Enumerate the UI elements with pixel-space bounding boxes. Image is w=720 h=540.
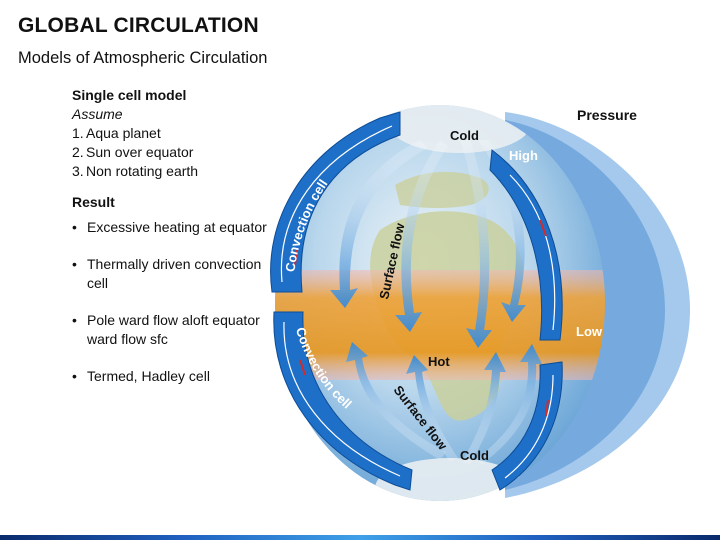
upper-convection-cell (270, 111, 401, 293)
info-panel: Single cell model Assume 1.Aqua planet 2… (72, 86, 272, 404)
lower-right-cell (491, 361, 563, 491)
convection-flow-line (509, 174, 556, 331)
result-list: Excessive heating at equator Thermally d… (72, 218, 272, 386)
page-title: GLOBAL CIRCULATION (18, 14, 259, 37)
red-flow-arrow (294, 249, 298, 266)
item-number: 3. (72, 163, 84, 179)
cold-top-label: Cold (450, 128, 479, 143)
list-item: Pole ward flow aloft equator ward flow s… (72, 311, 272, 349)
convection-flow-line (504, 374, 554, 479)
red-flow-arrow (545, 399, 549, 417)
flow-arrow (475, 344, 542, 464)
list-item: Thermally driven convection cell (72, 255, 272, 293)
convection-flow-line (283, 321, 401, 477)
flow-arrow (395, 140, 448, 332)
upper-right-cell (489, 149, 563, 341)
assume-label: Assume (72, 106, 123, 122)
item-text: Sun over equator (86, 144, 194, 160)
list-item: 1.Aqua planet (72, 124, 272, 143)
list-item: Excessive heating at equator (72, 218, 272, 237)
low-label: Low (576, 324, 603, 339)
flow-arrow (330, 140, 428, 308)
flow-arrow (460, 140, 492, 348)
result-heading: Result (72, 194, 115, 210)
page-subtitle: Models of Atmospheric Circulation (18, 49, 268, 67)
cold-bottom-label: Cold (460, 448, 489, 463)
pressure-label: Pressure (577, 107, 637, 123)
assumption-list: 1.Aqua planet 2.Sun over equator 3.Non r… (72, 124, 272, 181)
convection-flow-line (280, 125, 393, 283)
equatorward-surface-arrows (346, 342, 542, 464)
item-number: 1. (72, 125, 84, 141)
flow-arrow (406, 355, 458, 462)
lower-convection-cell (273, 311, 413, 491)
list-item: 2.Sun over equator (72, 143, 272, 162)
footer-bar (0, 535, 720, 540)
hot-label: Hot (428, 354, 450, 369)
list-item: 3.Non rotating earth (72, 162, 272, 181)
item-text: Non rotating earth (86, 163, 199, 179)
south-cold-cap (375, 458, 525, 501)
red-flow-arrow (539, 219, 547, 237)
red-flow-arrow (299, 359, 306, 376)
north-cold-cap (390, 105, 530, 153)
high-label: High (509, 148, 538, 163)
item-text: Aqua planet (86, 125, 161, 141)
flow-arrow (346, 342, 446, 460)
item-number: 2. (72, 144, 84, 160)
list-item: Termed, Hadley cell (72, 367, 272, 386)
model-heading: Single cell model (72, 87, 187, 103)
flow-arrow (462, 352, 506, 464)
